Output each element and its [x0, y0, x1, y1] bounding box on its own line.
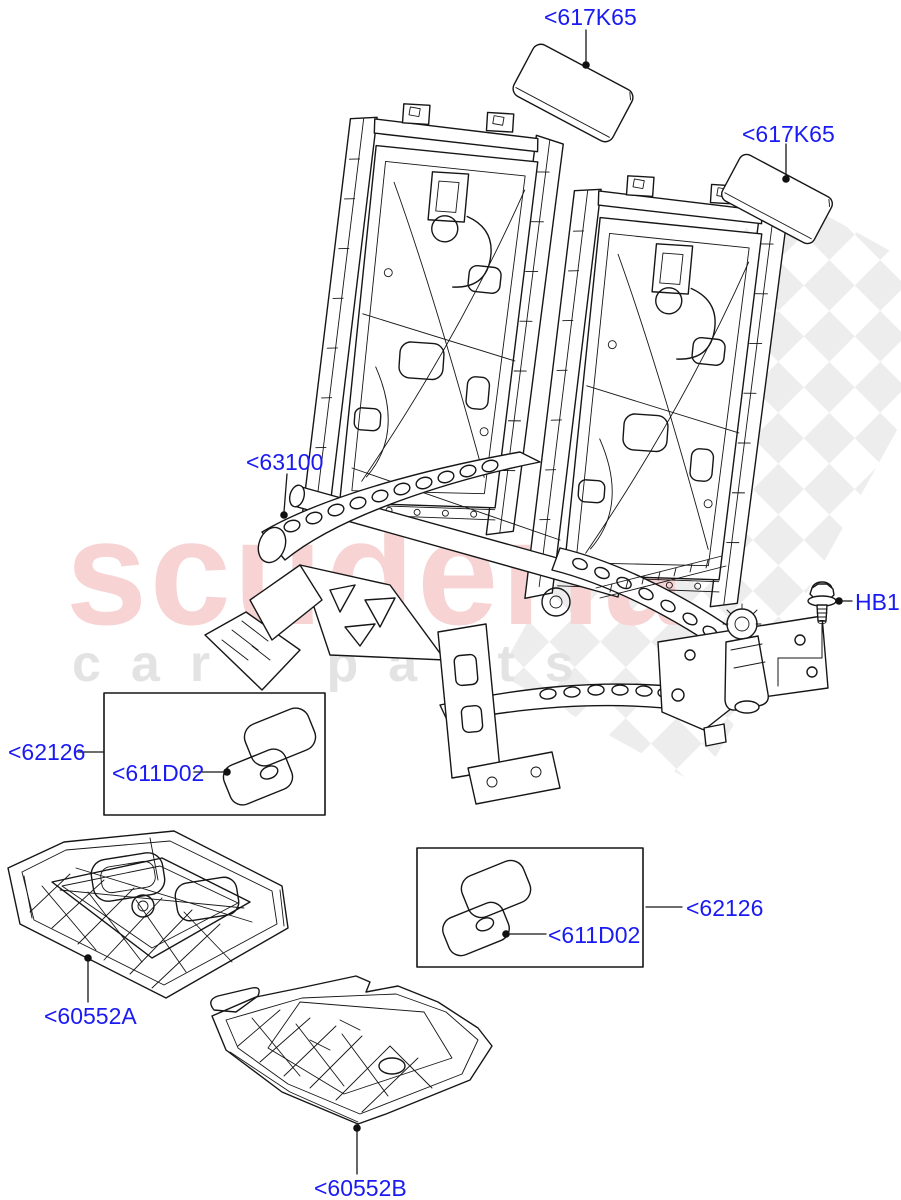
label-617K65-right[interactable]: <617K65 [742, 121, 835, 147]
kit-box-right [416, 847, 644, 968]
recliner-motor-and-bracket [657, 603, 829, 747]
kit-box-left [103, 692, 326, 816]
label-62126-right[interactable]: <62126 [686, 895, 764, 921]
cushion-frame-center [210, 975, 493, 1125]
cushion-frame-left [7, 830, 289, 999]
label-60552B[interactable]: <60552B [314, 1175, 407, 1200]
back-panel-right [720, 153, 834, 245]
leader-lines [77, 29, 853, 1175]
label-62126-left[interactable]: <62126 [8, 739, 86, 765]
label-617K65-top[interactable]: <617K65 [544, 4, 637, 30]
label-HB1[interactable]: HB1 [855, 589, 900, 615]
label-60552A[interactable]: <60552A [44, 1003, 137, 1029]
label-63100[interactable]: <63100 [246, 449, 324, 475]
label-611D02-left[interactable]: <611D02 [112, 760, 205, 786]
label-611D02-right[interactable]: <611D02 [548, 922, 641, 948]
back-panel-top [512, 43, 634, 143]
